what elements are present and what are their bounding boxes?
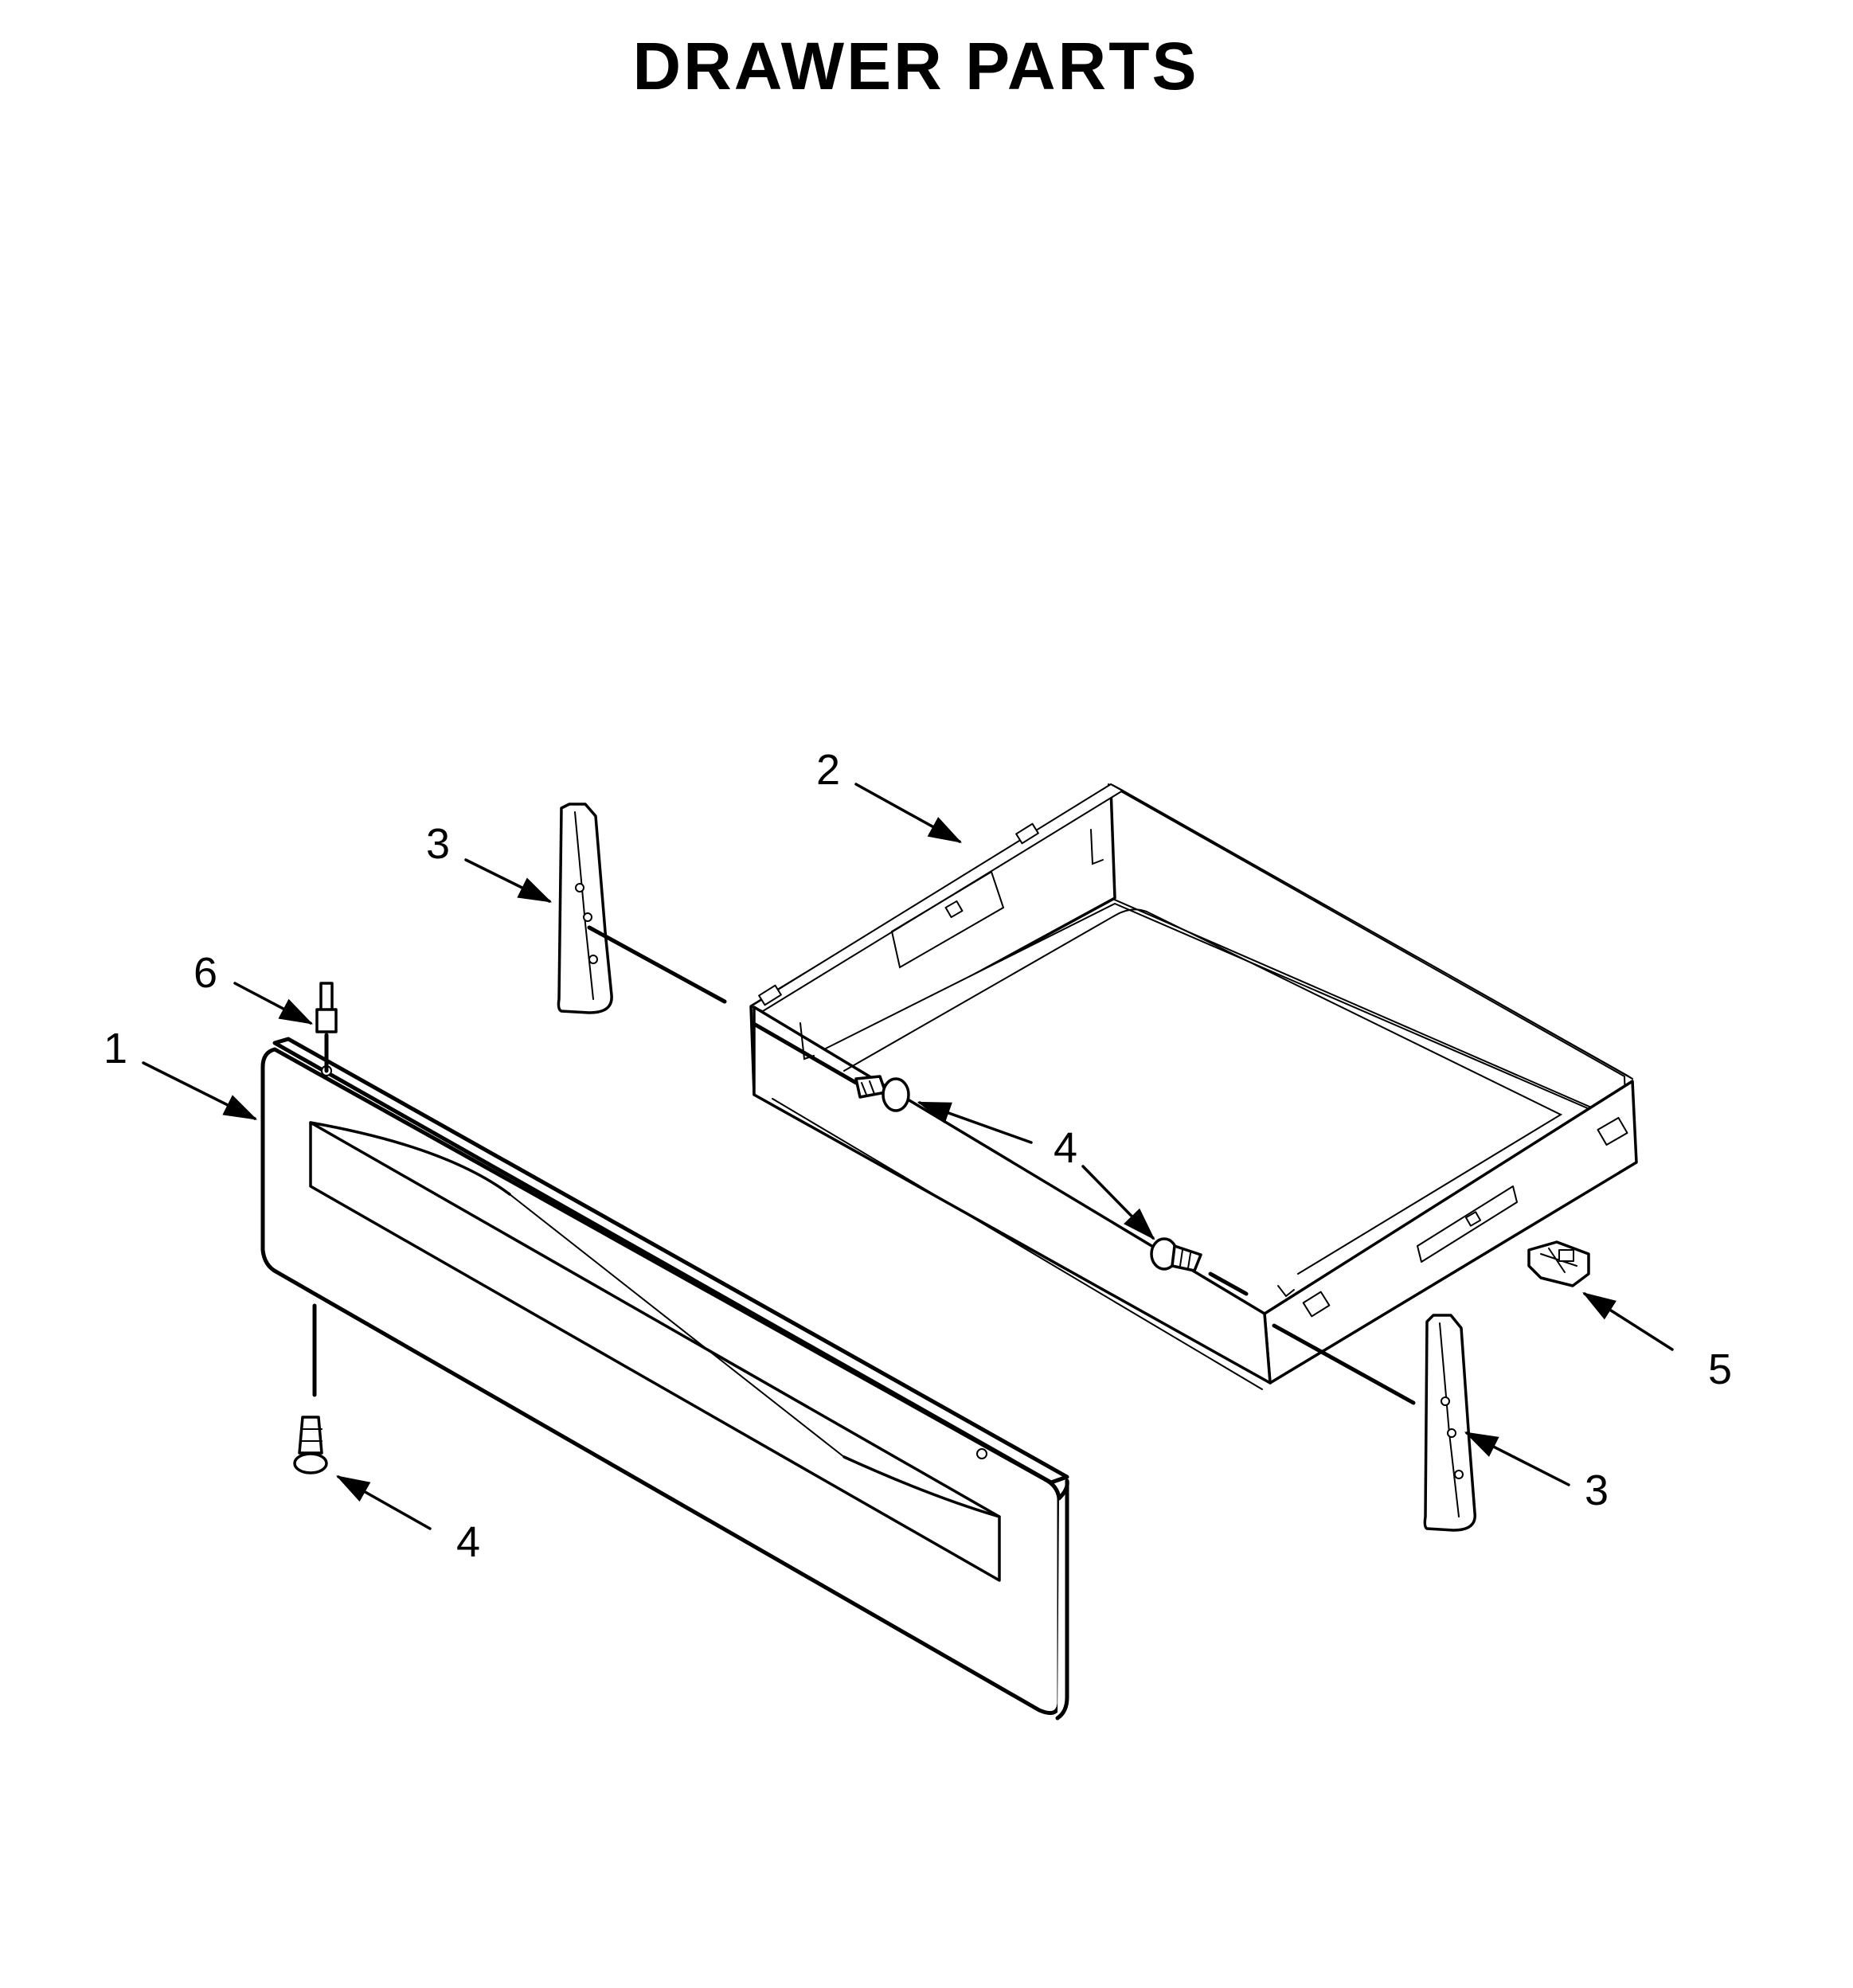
drawer-clip xyxy=(1527,1240,1590,1287)
drawer-stud xyxy=(315,982,338,1033)
slide-bracket-left xyxy=(557,803,613,1014)
callout-4-lower: 4 xyxy=(456,1518,480,1566)
callout-2: 2 xyxy=(816,746,840,794)
callout-3-right: 3 xyxy=(1585,1467,1609,1514)
assembly-lines xyxy=(312,925,1416,1405)
slide-bracket-right xyxy=(1423,1314,1476,1532)
page-title: DRAWER PARTS xyxy=(632,29,1198,104)
callout-1: 1 xyxy=(104,1025,127,1072)
screw-lower xyxy=(293,1416,328,1474)
callout-4-upper: 4 xyxy=(1054,1124,1077,1172)
leader-arrows xyxy=(142,783,1674,1530)
screw-middle xyxy=(1150,1237,1202,1272)
drawer-front-panel xyxy=(260,1037,1069,1720)
callout-6: 6 xyxy=(194,949,217,997)
callout-5: 5 xyxy=(1708,1346,1732,1393)
callout-3-left: 3 xyxy=(426,820,450,868)
screw-upper xyxy=(854,1075,910,1112)
